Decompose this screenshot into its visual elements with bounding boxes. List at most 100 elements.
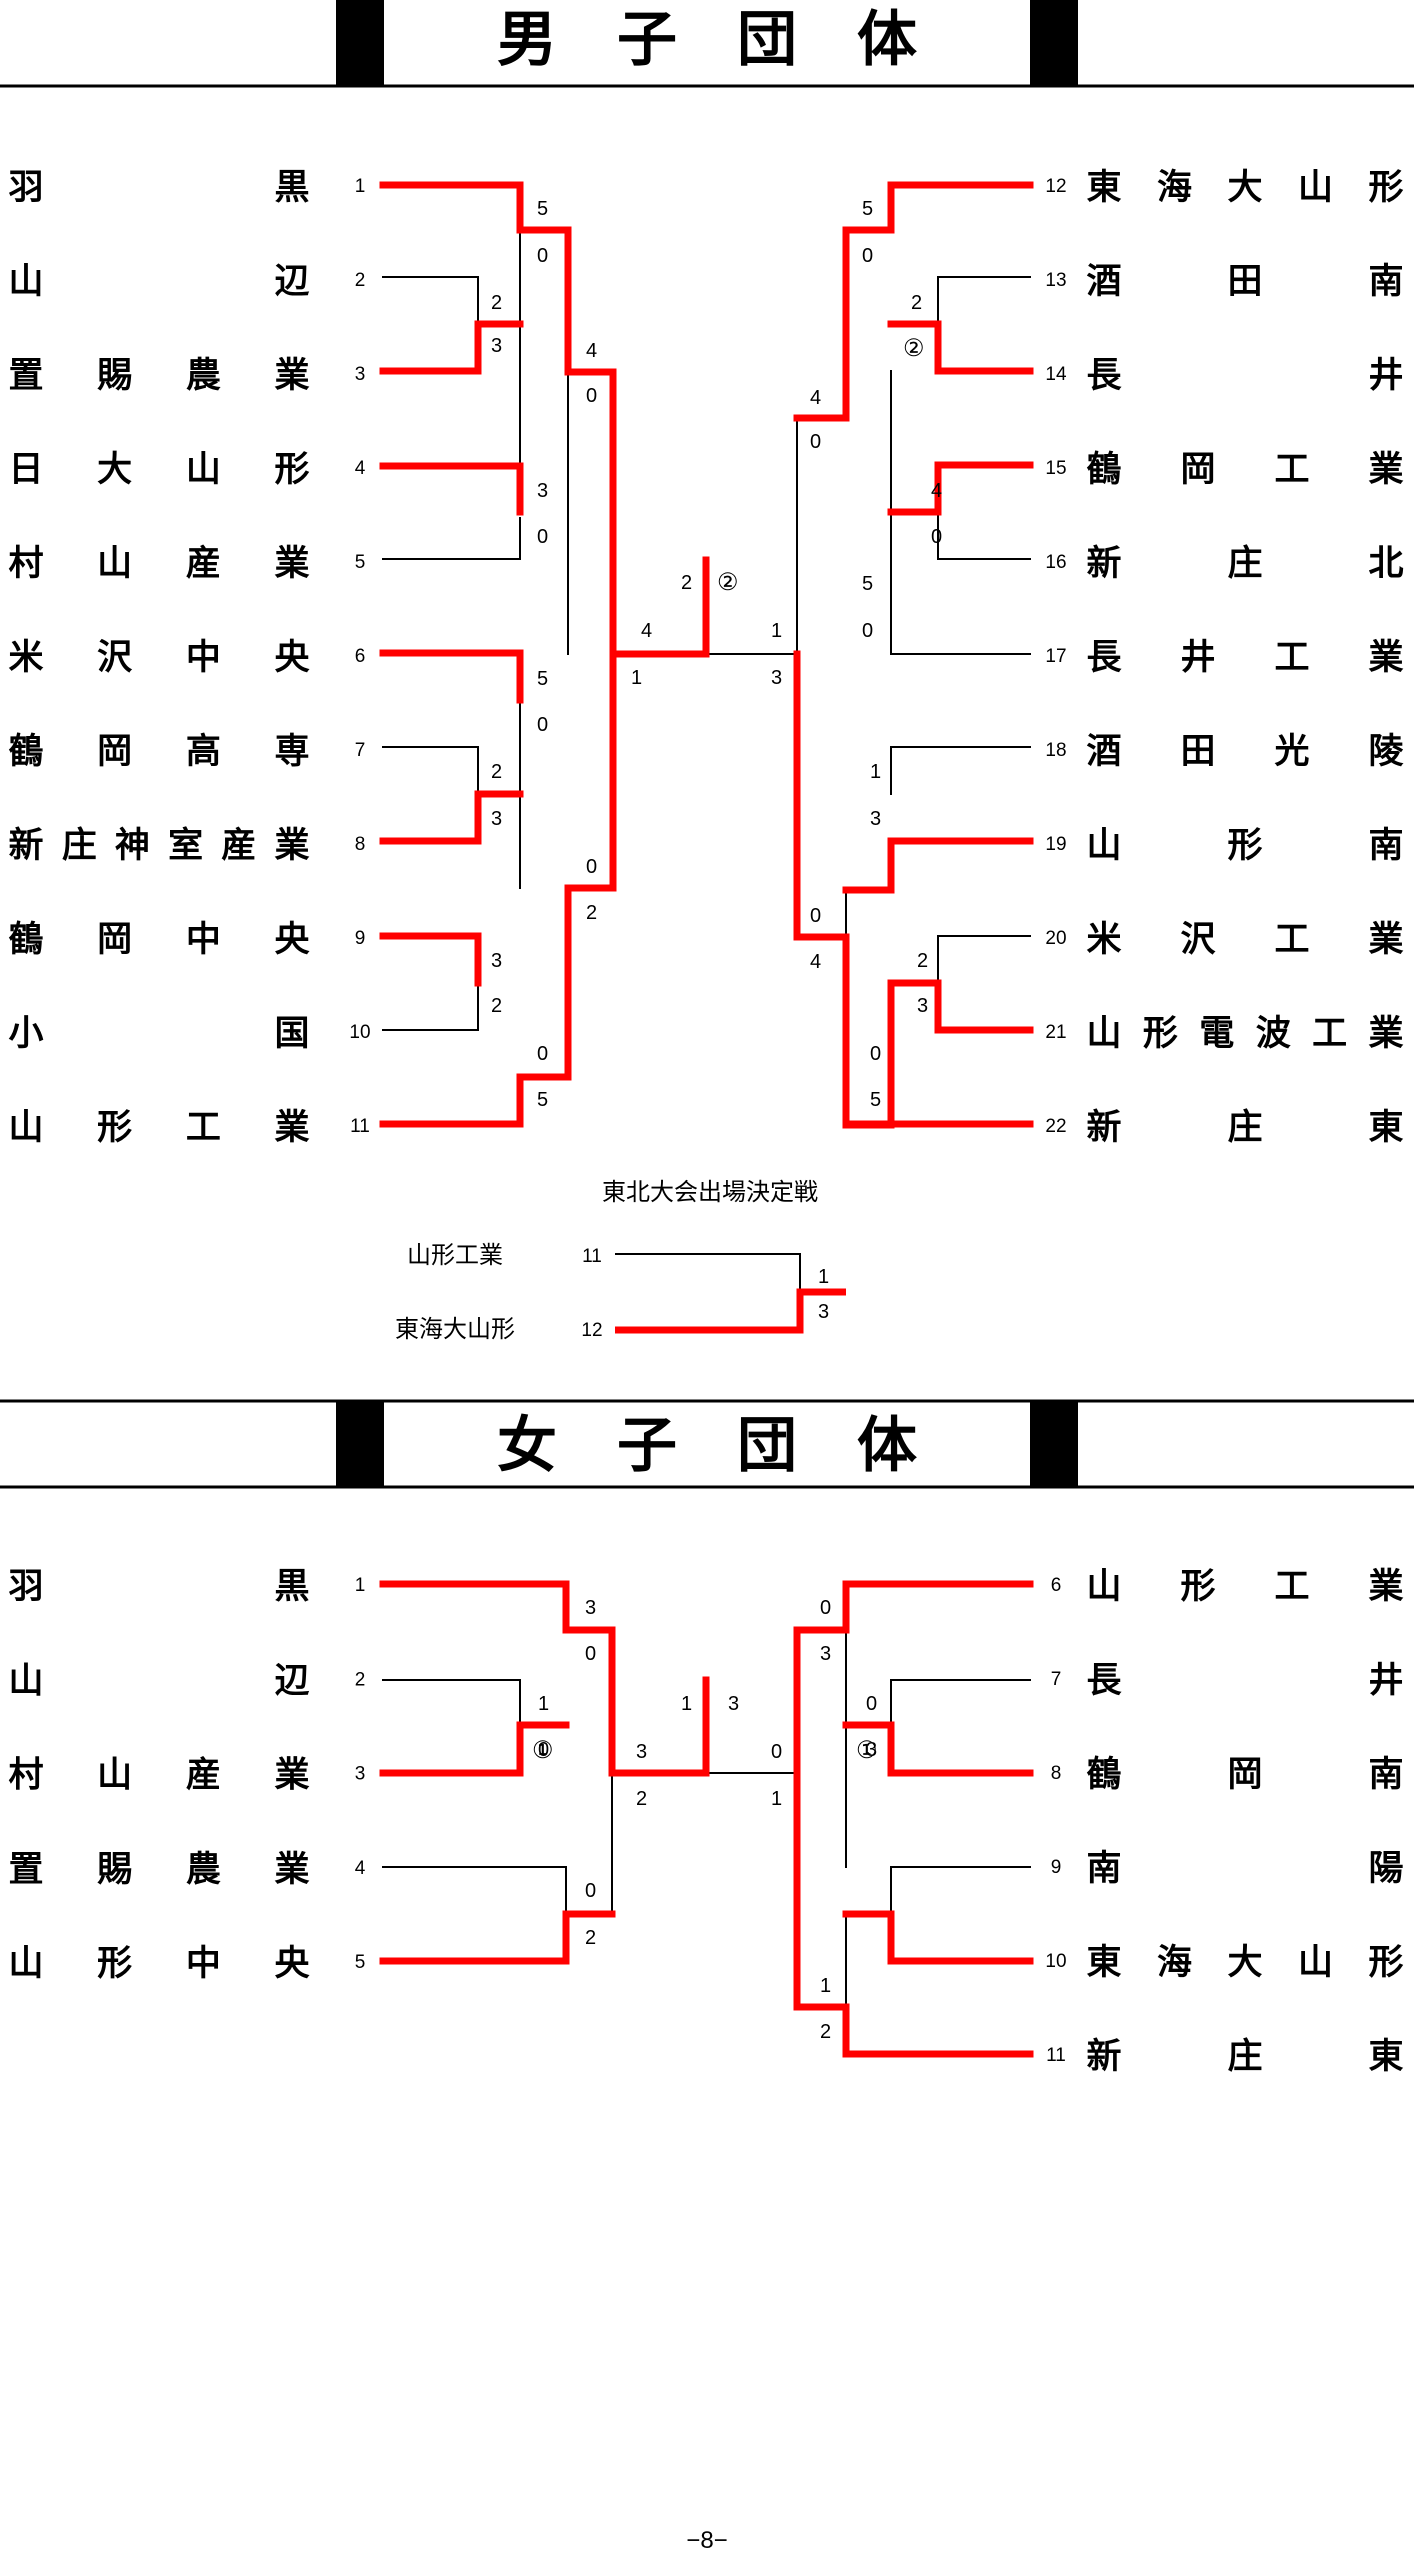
team-seed: 11 bbox=[350, 1116, 370, 1137]
team-seed: 10 bbox=[1045, 1951, 1066, 1972]
girls-circle-marks: ① ① bbox=[532, 1737, 878, 1764]
match-score: 1 bbox=[771, 620, 782, 642]
team-name-char: 南 bbox=[1368, 262, 1403, 302]
team-name-char: 置 bbox=[8, 1850, 43, 1890]
boys-right-team-list: 東海大山形12酒田南13長井14鶴岡工業15新庄北16長井工業17酒田光陵18山… bbox=[1045, 168, 1404, 1148]
team-name-char: 山 bbox=[8, 262, 43, 302]
girls-right-team-row: 新庄東11 bbox=[1046, 2037, 1403, 2077]
team-name-char: 光 bbox=[1274, 732, 1309, 772]
team-seed: 7 bbox=[1051, 1669, 1062, 1690]
match-score: 5 bbox=[537, 668, 548, 690]
match-score: 4 bbox=[641, 620, 652, 642]
boys-mark-final: ② bbox=[717, 569, 739, 596]
match-score: 5 bbox=[537, 198, 548, 220]
team-name-char: 央 bbox=[274, 1944, 310, 1984]
girls-right-team-row: 鶴岡南8 bbox=[1051, 1755, 1404, 1795]
playoff-team-b-name: 東海大山形 bbox=[395, 1315, 515, 1343]
team-seed: 10 bbox=[349, 1022, 370, 1043]
team-name-char: 山 bbox=[1298, 1943, 1333, 1983]
boys-right-team-row: 長井工業17 bbox=[1045, 638, 1403, 678]
team-name-char: 東 bbox=[1086, 1943, 1121, 1983]
team-name-char: 鶴 bbox=[1086, 1755, 1121, 1795]
team-seed: 1 bbox=[355, 1575, 366, 1596]
boys-right-team-row: 酒田南13 bbox=[1045, 262, 1403, 302]
team-name-char: 酒 bbox=[1086, 262, 1121, 302]
team-name-char: 工 bbox=[1274, 638, 1309, 678]
team-name-char: 業 bbox=[274, 544, 309, 584]
team-name-char: 米 bbox=[1086, 920, 1121, 960]
playoff-score-b: 3 bbox=[818, 1301, 829, 1323]
match-score: 0 bbox=[820, 1597, 831, 1619]
match-score: 4 bbox=[931, 480, 942, 502]
team-name-char: 山 bbox=[186, 450, 221, 490]
team-name-char: 岡 bbox=[1180, 450, 1215, 490]
match-score: 3 bbox=[820, 1643, 831, 1665]
girls-right-team-row: 長井7 bbox=[1051, 1661, 1404, 1701]
team-name-char: 賜 bbox=[97, 356, 132, 396]
boys-right-team-row: 山形電波工業21 bbox=[1045, 1014, 1403, 1054]
girls-mark-left: ① bbox=[532, 1737, 554, 1764]
team-name-char: 工 bbox=[1274, 1567, 1309, 1607]
team-seed: 8 bbox=[355, 834, 366, 855]
team-name-char: 大 bbox=[1227, 168, 1262, 208]
team-seed: 20 bbox=[1045, 928, 1066, 949]
team-name-char: 大 bbox=[97, 450, 132, 490]
boys-right-team-row: 鶴岡工業15 bbox=[1045, 450, 1403, 490]
team-name-char: 業 bbox=[274, 1756, 309, 1796]
team-name-char: 神 bbox=[115, 826, 150, 866]
team-seed: 22 bbox=[1045, 1116, 1066, 1137]
match-score: 5 bbox=[537, 1089, 548, 1111]
team-name-char: 工 bbox=[1274, 450, 1309, 490]
match-score: 2 bbox=[911, 292, 922, 314]
team-name-char: 業 bbox=[274, 356, 309, 396]
girls-header: 女 子 団 体 bbox=[0, 1399, 1414, 1489]
team-name-char: 黒 bbox=[274, 1567, 309, 1607]
team-name-char: 井 bbox=[1368, 1661, 1403, 1701]
boys-circle-marks: ② ② bbox=[717, 335, 925, 596]
team-name-char: 形 bbox=[1368, 168, 1403, 208]
team-name-char: 田 bbox=[1180, 732, 1215, 772]
team-name-char: 波 bbox=[1256, 1014, 1291, 1054]
team-name-char: 田 bbox=[1227, 262, 1262, 302]
team-seed: 3 bbox=[355, 364, 366, 385]
team-name-char: 長 bbox=[1086, 638, 1122, 678]
team-name-char: 辺 bbox=[274, 262, 309, 302]
team-name-char: 形 bbox=[1227, 826, 1262, 866]
team-name-char: 庄 bbox=[1227, 544, 1262, 584]
team-seed: 6 bbox=[1051, 1575, 1062, 1596]
team-name-char: 産 bbox=[221, 826, 256, 866]
team-name-char: 井 bbox=[1368, 356, 1403, 396]
team-name-char: 庄 bbox=[1227, 1108, 1262, 1148]
match-score: 2 bbox=[820, 2021, 831, 2043]
team-name-char: 業 bbox=[1368, 638, 1403, 678]
match-score: 0 bbox=[771, 1741, 782, 1763]
match-score: 3 bbox=[917, 995, 928, 1017]
team-name-char: 沢 bbox=[1180, 920, 1216, 960]
boys-mark-14: ② bbox=[903, 335, 925, 362]
playoff-team-a-seed: 11 bbox=[582, 1246, 602, 1267]
team-seed: 11 bbox=[1046, 2045, 1066, 2066]
team-name-char: 東 bbox=[1086, 168, 1121, 208]
team-name-char: 室 bbox=[168, 825, 203, 866]
team-name-char: 工 bbox=[186, 1108, 221, 1148]
match-score: 3 bbox=[870, 808, 881, 830]
team-name-char: 海 bbox=[1157, 168, 1192, 208]
match-score: 1 bbox=[681, 1693, 692, 1715]
team-name-char: 業 bbox=[274, 826, 309, 866]
team-name-char: 羽 bbox=[8, 168, 43, 208]
match-score: 2 bbox=[491, 761, 502, 783]
boys-right-team-row: 東海大山形12 bbox=[1045, 168, 1403, 208]
team-name-char: 鶴 bbox=[8, 732, 43, 772]
girls-mark-right: ① bbox=[856, 1737, 878, 1764]
page-number: −8− bbox=[686, 2527, 727, 2554]
match-score: 0 bbox=[862, 245, 873, 267]
match-score: 3 bbox=[537, 480, 548, 502]
